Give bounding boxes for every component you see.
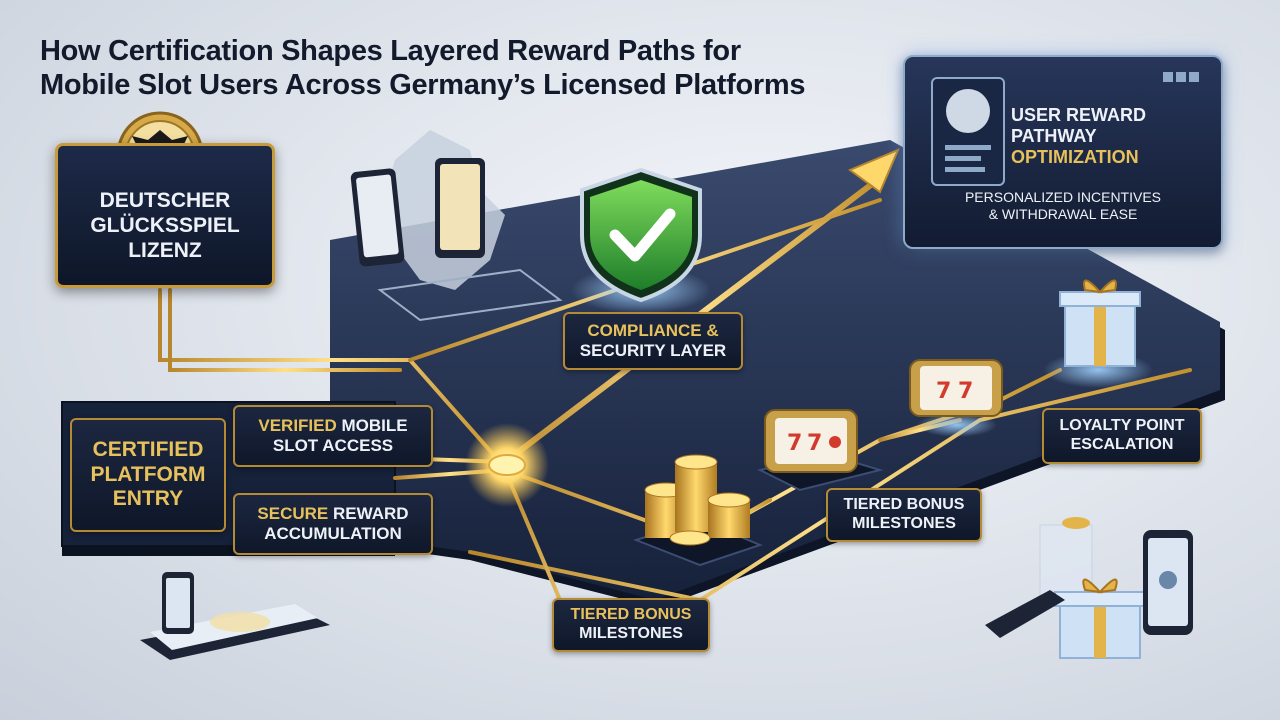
compliance-layer-label: COMPLIANCE & SECURITY LAYER	[563, 312, 743, 370]
shield-check-icon	[571, 167, 711, 314]
accumulation-line-2: ACCUMULATION	[264, 524, 402, 543]
license-line-3: LIZENZ	[128, 238, 202, 262]
secure-accumulation-label: SECURE REWARD ACCUMULATION	[233, 493, 433, 555]
entry-line-3: ENTRY	[112, 487, 184, 511]
user-profile-icon	[931, 77, 1005, 186]
accumulation-highlight: SECURE	[257, 503, 329, 523]
milestones-center-line-2: MILESTONES	[852, 515, 956, 532]
verified-access-label: VERIFIED MOBILE SLOT ACCESS	[233, 405, 433, 467]
milestones-bottom-line-2: MILESTONES	[579, 625, 683, 642]
loyalty-escalation-label: LOYALTY POINT ESCALATION	[1042, 408, 1202, 464]
phone-device-icon-right	[985, 530, 1193, 638]
page-title: How Certification Shapes Layered Reward …	[40, 34, 900, 102]
entry-line-1: CERTIFIED	[92, 437, 204, 461]
pathway-arrow	[847, 148, 900, 194]
milestones-bottom-line-1: TIERED BONUS	[570, 606, 692, 624]
loyalty-line-1: LOYALTY POINT	[1059, 417, 1185, 435]
optimization-line-4: PERSONALIZED INCENTIVES	[964, 189, 1162, 205]
certified-platform-entry-card: CERTIFIED PLATFORM ENTRY	[70, 418, 226, 532]
svg-text:7: 7	[958, 379, 973, 404]
gift-box-icon-top	[1043, 279, 1153, 388]
milestones-center-line-1: TIERED BONUS	[843, 496, 965, 514]
optimization-line-2: PATHWAY	[1011, 126, 1097, 147]
slot-machine-icon-back: 7 7	[909, 359, 1003, 437]
reward-optimization-panel: USER REWARD PATHWAY OPTIMIZATION PERSONA…	[903, 55, 1223, 249]
license-line-1: DEUTSCHER	[99, 189, 231, 213]
slot-machine-icon-front: 7 7	[757, 409, 884, 492]
tablet-device-icon	[140, 572, 330, 660]
optimization-line-5: & WITHDRAWAL EASE	[988, 205, 1138, 222]
svg-text:7: 7	[787, 431, 802, 456]
phone-devices-icon	[350, 158, 563, 322]
title-line-1: How Certification Shapes Layered Reward …	[40, 35, 741, 67]
license-card: DEUTSCHER GLÜCKSSPIEL LIZENZ	[55, 143, 275, 288]
access-highlight: VERIFIED	[258, 415, 337, 435]
compliance-line-2: SECURITY LAYER	[579, 341, 727, 360]
access-line-1: MOBILE	[341, 415, 408, 435]
tiered-milestones-label-center: TIERED BONUS MILESTONES	[826, 488, 982, 542]
tiered-milestones-label-bottom: TIERED BONUS MILESTONES	[552, 598, 710, 652]
access-line-2: SLOT ACCESS	[272, 436, 394, 455]
svg-text:7: 7	[807, 431, 822, 456]
license-line-2: GLÜCKSSPIEL	[90, 214, 240, 238]
license-label: DEUTSCHER GLÜCKSSPIEL LIZENZ	[90, 189, 239, 263]
coin-stacks-icon	[632, 454, 763, 567]
svg-text:7: 7	[936, 379, 951, 404]
optimization-line-3: OPTIMIZATION	[1011, 147, 1139, 168]
entry-line-2: PLATFORM	[90, 462, 206, 486]
gift-box-icon-bottom	[1039, 517, 1146, 659]
compliance-line-1: COMPLIANCE &	[587, 320, 719, 340]
loyalty-line-2: ESCALATION	[1070, 436, 1174, 453]
optimization-subtitle: PERSONALIZED INCENTIVES & WITHDRAWAL EAS…	[915, 189, 1211, 222]
optimization-line-1: USER REWARD	[1011, 105, 1147, 125]
optimization-title: USER REWARD PATHWAY OPTIMIZATION	[1011, 105, 1211, 169]
title-line-2: Mobile Slot Users Across Germany’s Licen…	[40, 69, 806, 101]
window-dots-icon	[1163, 67, 1207, 82]
central-glow-node	[465, 423, 549, 507]
accumulation-line-1: REWARD	[333, 503, 409, 523]
